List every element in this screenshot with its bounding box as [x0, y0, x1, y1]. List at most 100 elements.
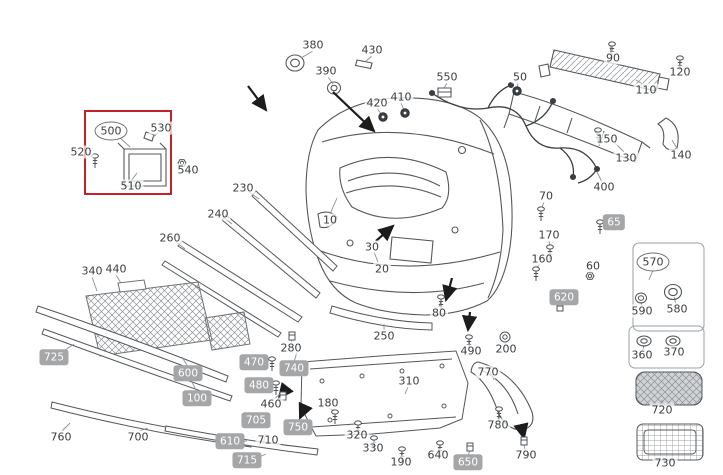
part-label-280[interactable]: 280 — [278, 341, 304, 355]
group-box — [628, 325, 705, 369]
part-label-150[interactable]: 150 — [594, 132, 620, 146]
part-label-530[interactable]: 530 — [148, 121, 174, 135]
part-label-130[interactable]: 130 — [613, 151, 639, 165]
part-label-520[interactable]: 520 — [68, 145, 94, 159]
leader-line — [443, 82, 448, 89]
wiring-harness — [428, 81, 601, 184]
part-label-310[interactable]: 310 — [396, 374, 422, 388]
part-label-460[interactable]: 460 — [258, 397, 284, 411]
leader-line — [373, 251, 379, 263]
part-label-380[interactable]: 380 — [300, 38, 326, 52]
trim-strips — [161, 190, 433, 338]
part-label-490[interactable]: 490 — [458, 344, 484, 358]
part-label-440[interactable]: 440 — [103, 262, 129, 276]
part-label-610[interactable]: 610 — [215, 433, 245, 449]
part-label-20[interactable]: 20 — [373, 262, 391, 276]
part-label-160[interactable]: 160 — [529, 252, 555, 266]
part-label-50[interactable]: 50 — [511, 70, 529, 84]
part-label-540[interactable]: 540 — [175, 163, 201, 177]
leader-line — [61, 422, 71, 432]
part-label-715[interactable]: 715 — [232, 452, 262, 468]
part-label-260[interactable]: 260 — [157, 231, 183, 245]
part-label-730[interactable]: 730 — [652, 456, 678, 470]
grommet-part — [636, 335, 652, 347]
part-label-430[interactable]: 430 — [359, 43, 385, 57]
part-label-470[interactable]: 470 — [239, 354, 269, 370]
leader-line — [541, 201, 545, 208]
part-label-760[interactable]: 760 — [48, 430, 74, 444]
part-label-10[interactable]: 10 — [321, 213, 339, 227]
part-label-340[interactable]: 340 — [79, 264, 105, 278]
part-label-370[interactable]: 370 — [661, 345, 687, 359]
part-label-110[interactable]: 110 — [633, 83, 659, 97]
part-label-410[interactable]: 410 — [388, 90, 414, 104]
sensor-part — [378, 112, 388, 122]
part-label-500[interactable]: 500 — [94, 121, 128, 141]
part-label-710[interactable]: 710 — [255, 433, 281, 447]
clip-part — [288, 331, 296, 341]
leader-line — [300, 50, 314, 59]
leader-line — [327, 76, 334, 85]
lower-grille — [636, 423, 704, 461]
group-box — [632, 242, 705, 332]
part-label-480[interactable]: 480 — [244, 377, 274, 393]
ring-sm-part — [635, 292, 647, 304]
part-label-140[interactable]: 140 — [668, 148, 694, 162]
small-top-parts — [285, 54, 452, 98]
part-label-390[interactable]: 390 — [313, 64, 339, 78]
part-label-250[interactable]: 250 — [371, 329, 397, 343]
part-label-510[interactable]: 510 — [118, 179, 144, 193]
part-label-330[interactable]: 330 — [360, 441, 386, 455]
part-label-180[interactable]: 180 — [315, 396, 341, 410]
part-label-650[interactable]: 650 — [453, 454, 483, 470]
part-label-550[interactable]: 550 — [434, 70, 460, 84]
part-label-320[interactable]: 320 — [344, 428, 370, 442]
part-label-100[interactable]: 100 — [182, 390, 212, 406]
part-label-720[interactable]: 720 — [649, 403, 675, 417]
leader-line — [91, 276, 98, 292]
sensor-part — [400, 108, 410, 118]
part-label-790[interactable]: 790 — [513, 448, 539, 462]
part-label-640[interactable]: 640 — [425, 448, 451, 462]
part-label-725[interactable]: 725 — [39, 349, 69, 365]
part-label-620[interactable]: 620 — [549, 289, 579, 305]
part-label-200[interactable]: 200 — [493, 342, 519, 356]
part-label-780[interactable]: 780 — [485, 418, 511, 432]
part-label-360[interactable]: 360 — [629, 348, 655, 362]
part-label-65[interactable]: 65 — [602, 214, 626, 230]
part-label-70[interactable]: 70 — [537, 189, 555, 203]
part-label-700[interactable]: 700 — [125, 430, 151, 444]
part-label-30[interactable]: 30 — [363, 240, 381, 254]
clip-part — [466, 442, 474, 452]
part-label-570[interactable]: 570 — [636, 252, 670, 272]
bolt-part — [272, 380, 280, 396]
part-label-120[interactable]: 120 — [667, 65, 693, 79]
part-label-240[interactable]: 240 — [205, 207, 231, 221]
part-label-750[interactable]: 750 — [283, 419, 313, 435]
part-label-60[interactable]: 60 — [584, 259, 602, 273]
bolt-part — [537, 206, 545, 222]
front-spoiler-strips — [35, 305, 319, 456]
leader-line — [115, 274, 122, 284]
part-label-400[interactable]: 400 — [591, 180, 617, 194]
part-label-190[interactable]: 190 — [388, 455, 414, 469]
part-label-90[interactable]: 90 — [604, 51, 622, 65]
part-label-600[interactable]: 600 — [173, 365, 203, 381]
grommet-part — [665, 335, 681, 347]
part-label-80[interactable]: 80 — [430, 306, 448, 320]
leader-line — [648, 269, 654, 281]
part-label-590[interactable]: 590 — [629, 304, 655, 318]
pointer-arrows — [247, 85, 529, 441]
sensor-part — [512, 86, 522, 96]
cap-part — [499, 331, 511, 343]
leader-line — [365, 55, 373, 62]
part-label-770[interactable]: 770 — [475, 365, 501, 379]
part-label-705[interactable]: 705 — [241, 412, 271, 428]
part-label-740[interactable]: 740 — [279, 360, 309, 376]
part-label-580[interactable]: 580 — [664, 302, 690, 316]
part-label-230[interactable]: 230 — [230, 181, 256, 195]
part-label-170[interactable]: 170 — [536, 228, 562, 242]
part-label-420[interactable]: 420 — [364, 96, 390, 110]
mesh-insert — [635, 371, 703, 406]
leader-line — [548, 240, 551, 246]
